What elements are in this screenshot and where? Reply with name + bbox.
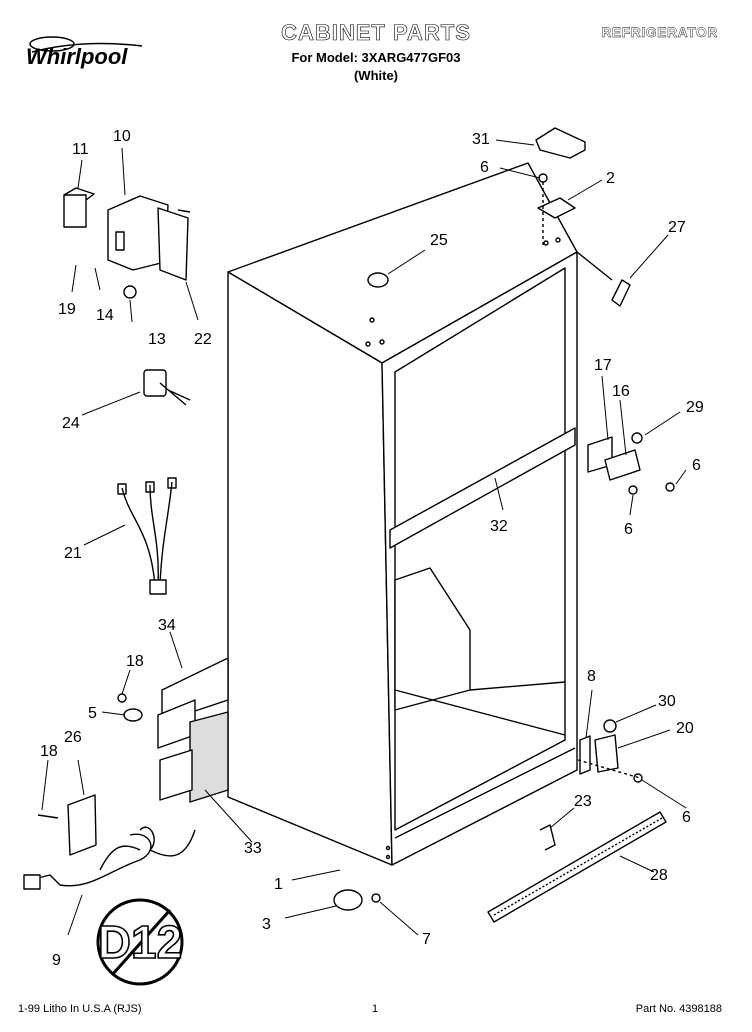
stamp-text: D12 (98, 916, 182, 968)
callout-5: 5 (88, 705, 97, 722)
footer-page-number: 1 (372, 1003, 379, 1015)
callout-13: 13 (148, 331, 166, 348)
callout-25: 25 (430, 232, 448, 249)
callout-6b: 6 (692, 457, 701, 474)
callout-3: 3 (262, 916, 271, 933)
callout-34: 34 (158, 617, 176, 634)
callout-29: 29 (686, 399, 704, 416)
callout-8: 8 (587, 668, 596, 685)
callout-23: 23 (574, 793, 592, 810)
callout-11: 11 (72, 141, 89, 158)
color-line: (White) (353, 68, 399, 83)
power-cord-assembly (23, 794, 196, 890)
callout-20: 20 (676, 720, 694, 737)
footer-litho: 1-99 Litho In U.S.A (RJS) (18, 1003, 142, 1015)
grille-part (487, 811, 667, 923)
callout-19: 19 (58, 301, 76, 318)
control-housing (63, 187, 191, 299)
callout-10: 10 (113, 128, 131, 145)
clip-part (539, 824, 556, 851)
callout-7: 7 (422, 931, 431, 948)
callout-21: 21 (64, 545, 82, 562)
light-socket-part (143, 369, 191, 406)
page-title: CABINET PARTS (281, 20, 471, 46)
callout-6d: 6 (682, 809, 691, 826)
callout-14: 14 (96, 307, 114, 324)
callout-30: 30 (658, 693, 676, 710)
cabinet-body (227, 162, 578, 866)
callout-18a: 18 (126, 653, 144, 670)
callout-17: 17 (594, 357, 612, 374)
brand-text: Whirlpool (26, 44, 128, 69)
callout-16: 16 (612, 383, 630, 400)
whirlpool-logo: Whirlpool (26, 36, 143, 69)
left-side-parts (117, 657, 229, 803)
footer-part-number: Part No. 4398188 (635, 1003, 722, 1015)
wiring-harness (117, 477, 177, 595)
category-label: REFRIGERATOR (601, 24, 718, 40)
callout-28: 28 (650, 867, 668, 884)
bottom-hinge-parts (577, 719, 643, 783)
stamp-d12 (96, 898, 184, 986)
leveling-leg (333, 889, 363, 911)
callout-27: 27 (668, 219, 686, 236)
callout-24: 24 (62, 415, 80, 432)
plug-button (367, 272, 389, 288)
callout-22: 22 (194, 331, 212, 348)
center-hinge-parts (587, 432, 675, 495)
callout-6c: 6 (624, 521, 633, 538)
callout-26: 26 (64, 729, 82, 746)
callout-18b: 18 (40, 743, 58, 760)
callout-32: 32 (490, 518, 508, 535)
callout-1: 1 (274, 876, 283, 893)
model-line: For Model: 3XARG477GF03 (291, 50, 461, 65)
callout-31: 31 (472, 131, 490, 148)
callout-2: 2 (606, 170, 615, 187)
callout-33: 33 (244, 840, 262, 857)
top-hinge-parts (535, 127, 631, 307)
callout-9: 9 (52, 952, 61, 969)
callout-6a: 6 (480, 159, 489, 176)
